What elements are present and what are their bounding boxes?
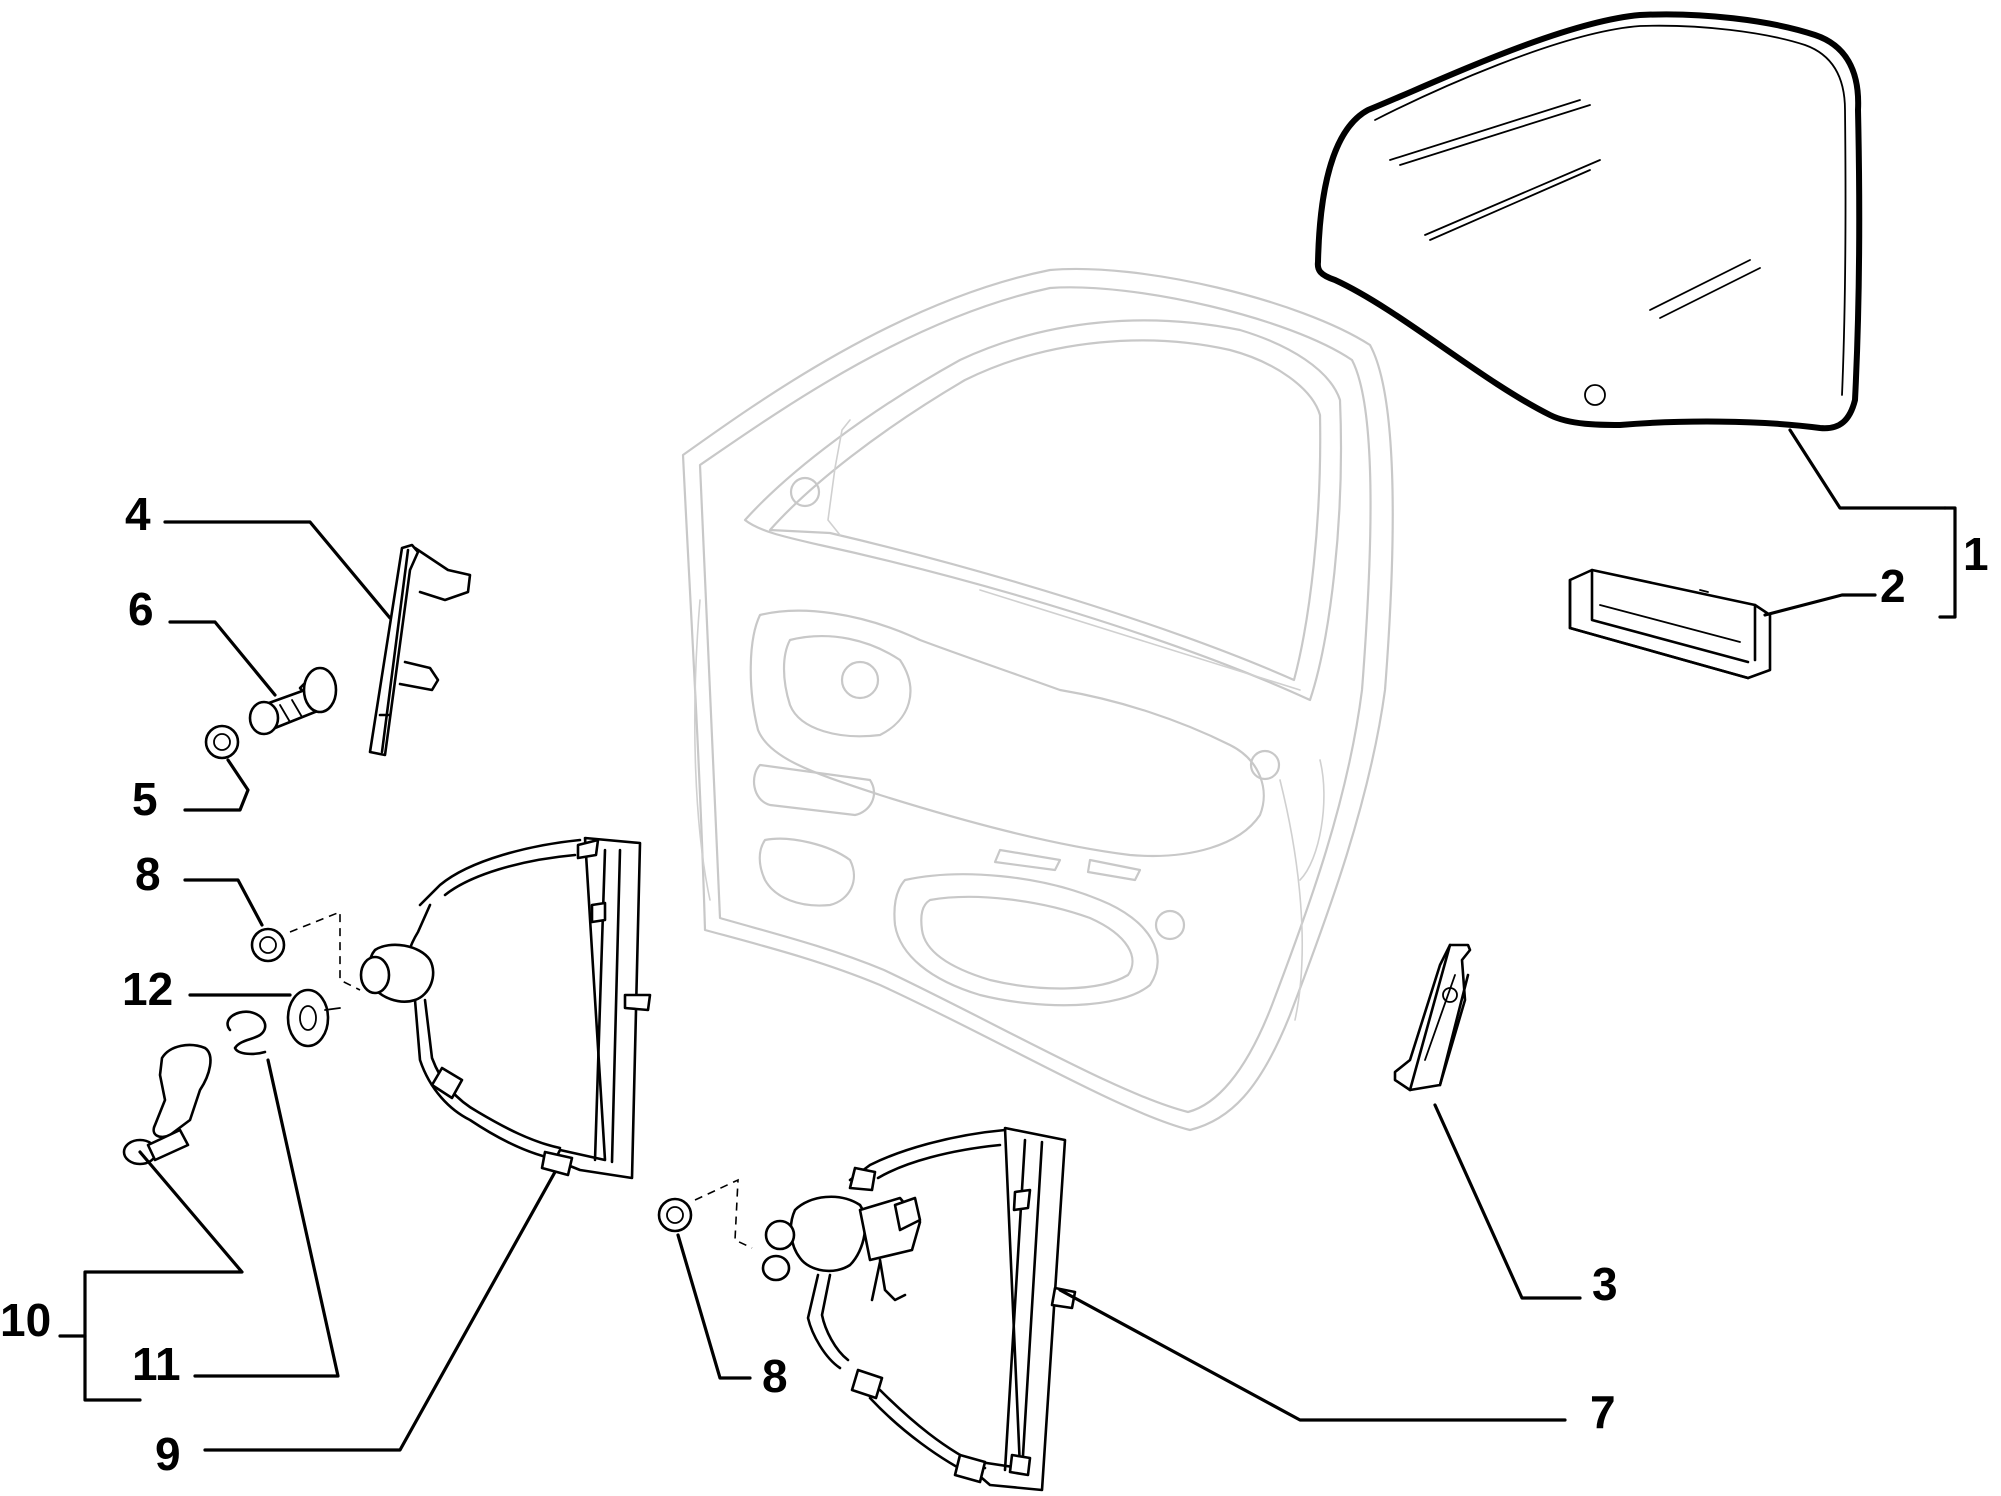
callout-1: 1	[1963, 528, 1989, 580]
washer-12	[286, 988, 341, 1048]
callout-5: 5	[132, 773, 158, 825]
front-guide-rail	[368, 543, 472, 757]
callout-11: 11	[132, 1338, 181, 1390]
callout-labels: 1 2 3 4 5 6 7 8 8 9 10 11 12	[0, 488, 1989, 1480]
callout-6: 6	[128, 583, 154, 635]
callout-2: 2	[1880, 560, 1906, 612]
leader-bracket-1-2	[1938, 506, 1957, 619]
leader-1	[1788, 428, 1947, 510]
leader-3	[1433, 1103, 1582, 1300]
callout-10: 10	[0, 1294, 51, 1346]
leader-9	[203, 1170, 557, 1452]
leader-8a	[183, 878, 264, 927]
leader-10	[83, 1150, 244, 1402]
leader-6	[168, 620, 277, 697]
callout-4: 4	[125, 488, 151, 540]
glass-holder-channel	[1568, 568, 1772, 680]
leader-5	[183, 758, 250, 812]
leader-7	[1058, 1288, 1567, 1422]
leader-4	[163, 520, 392, 620]
leader-lines	[58, 428, 1957, 1452]
leader-8b	[676, 1233, 752, 1380]
nut-8-left	[250, 910, 361, 991]
screw	[248, 666, 338, 736]
callout-7: 7	[1590, 1386, 1616, 1438]
callout-9: 9	[155, 1428, 181, 1480]
leader-11	[193, 1058, 340, 1378]
window-glass	[1314, 11, 1863, 432]
rear-guide-rail	[1393, 943, 1472, 1092]
callout-3: 3	[1592, 1258, 1618, 1310]
retaining-clip-11	[226, 1010, 267, 1056]
nut-8-right	[657, 1178, 753, 1249]
electric-window-regulator	[761, 1126, 1077, 1492]
window-crank-handle	[122, 1043, 212, 1166]
manual-window-regulator	[359, 836, 652, 1180]
leader-2	[1763, 593, 1877, 617]
nut-5	[204, 724, 240, 760]
callout-8-left: 8	[135, 848, 161, 900]
callout-8-right: 8	[762, 1350, 788, 1402]
door-inner-panel	[681, 267, 1394, 1132]
callout-12: 12	[122, 963, 173, 1015]
